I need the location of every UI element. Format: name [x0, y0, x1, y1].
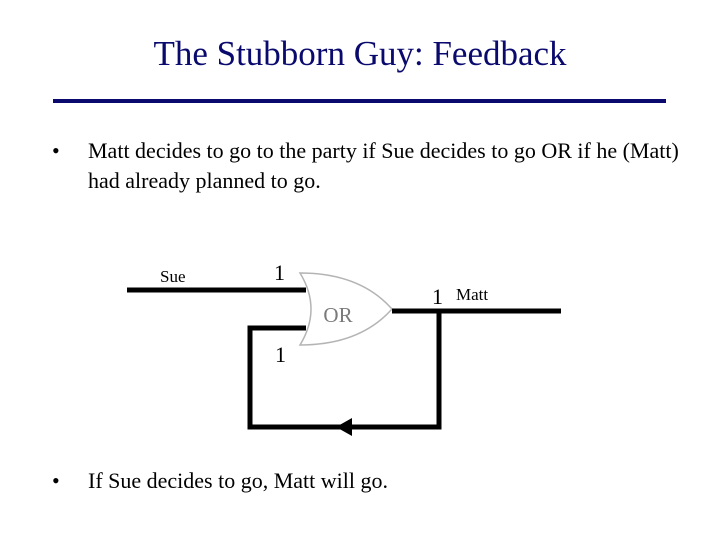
feedback-arrowhead [336, 418, 352, 436]
bullet-marker: • [52, 468, 60, 493]
sue-input-value: 1 [274, 260, 285, 285]
title-underline [53, 99, 666, 103]
bullet-marker: • [52, 138, 60, 163]
or-gate-label: OR [323, 303, 352, 327]
matt-output-label: Matt [456, 285, 488, 304]
output-value: 1 [432, 284, 443, 309]
bullet-conclusion: If Sue decides to go, Matt will go. [88, 468, 389, 493]
sue-input-label: Sue [160, 267, 186, 286]
or-gate-symbol [298, 272, 394, 346]
bullet-matt-decision: Matt decides to go to the party if Sue d… [88, 138, 679, 193]
feedback-value: 1 [275, 342, 286, 367]
feedback-loop-wire [247, 311, 442, 430]
slide-title: The Stubborn Guy: Feedback [153, 34, 567, 73]
